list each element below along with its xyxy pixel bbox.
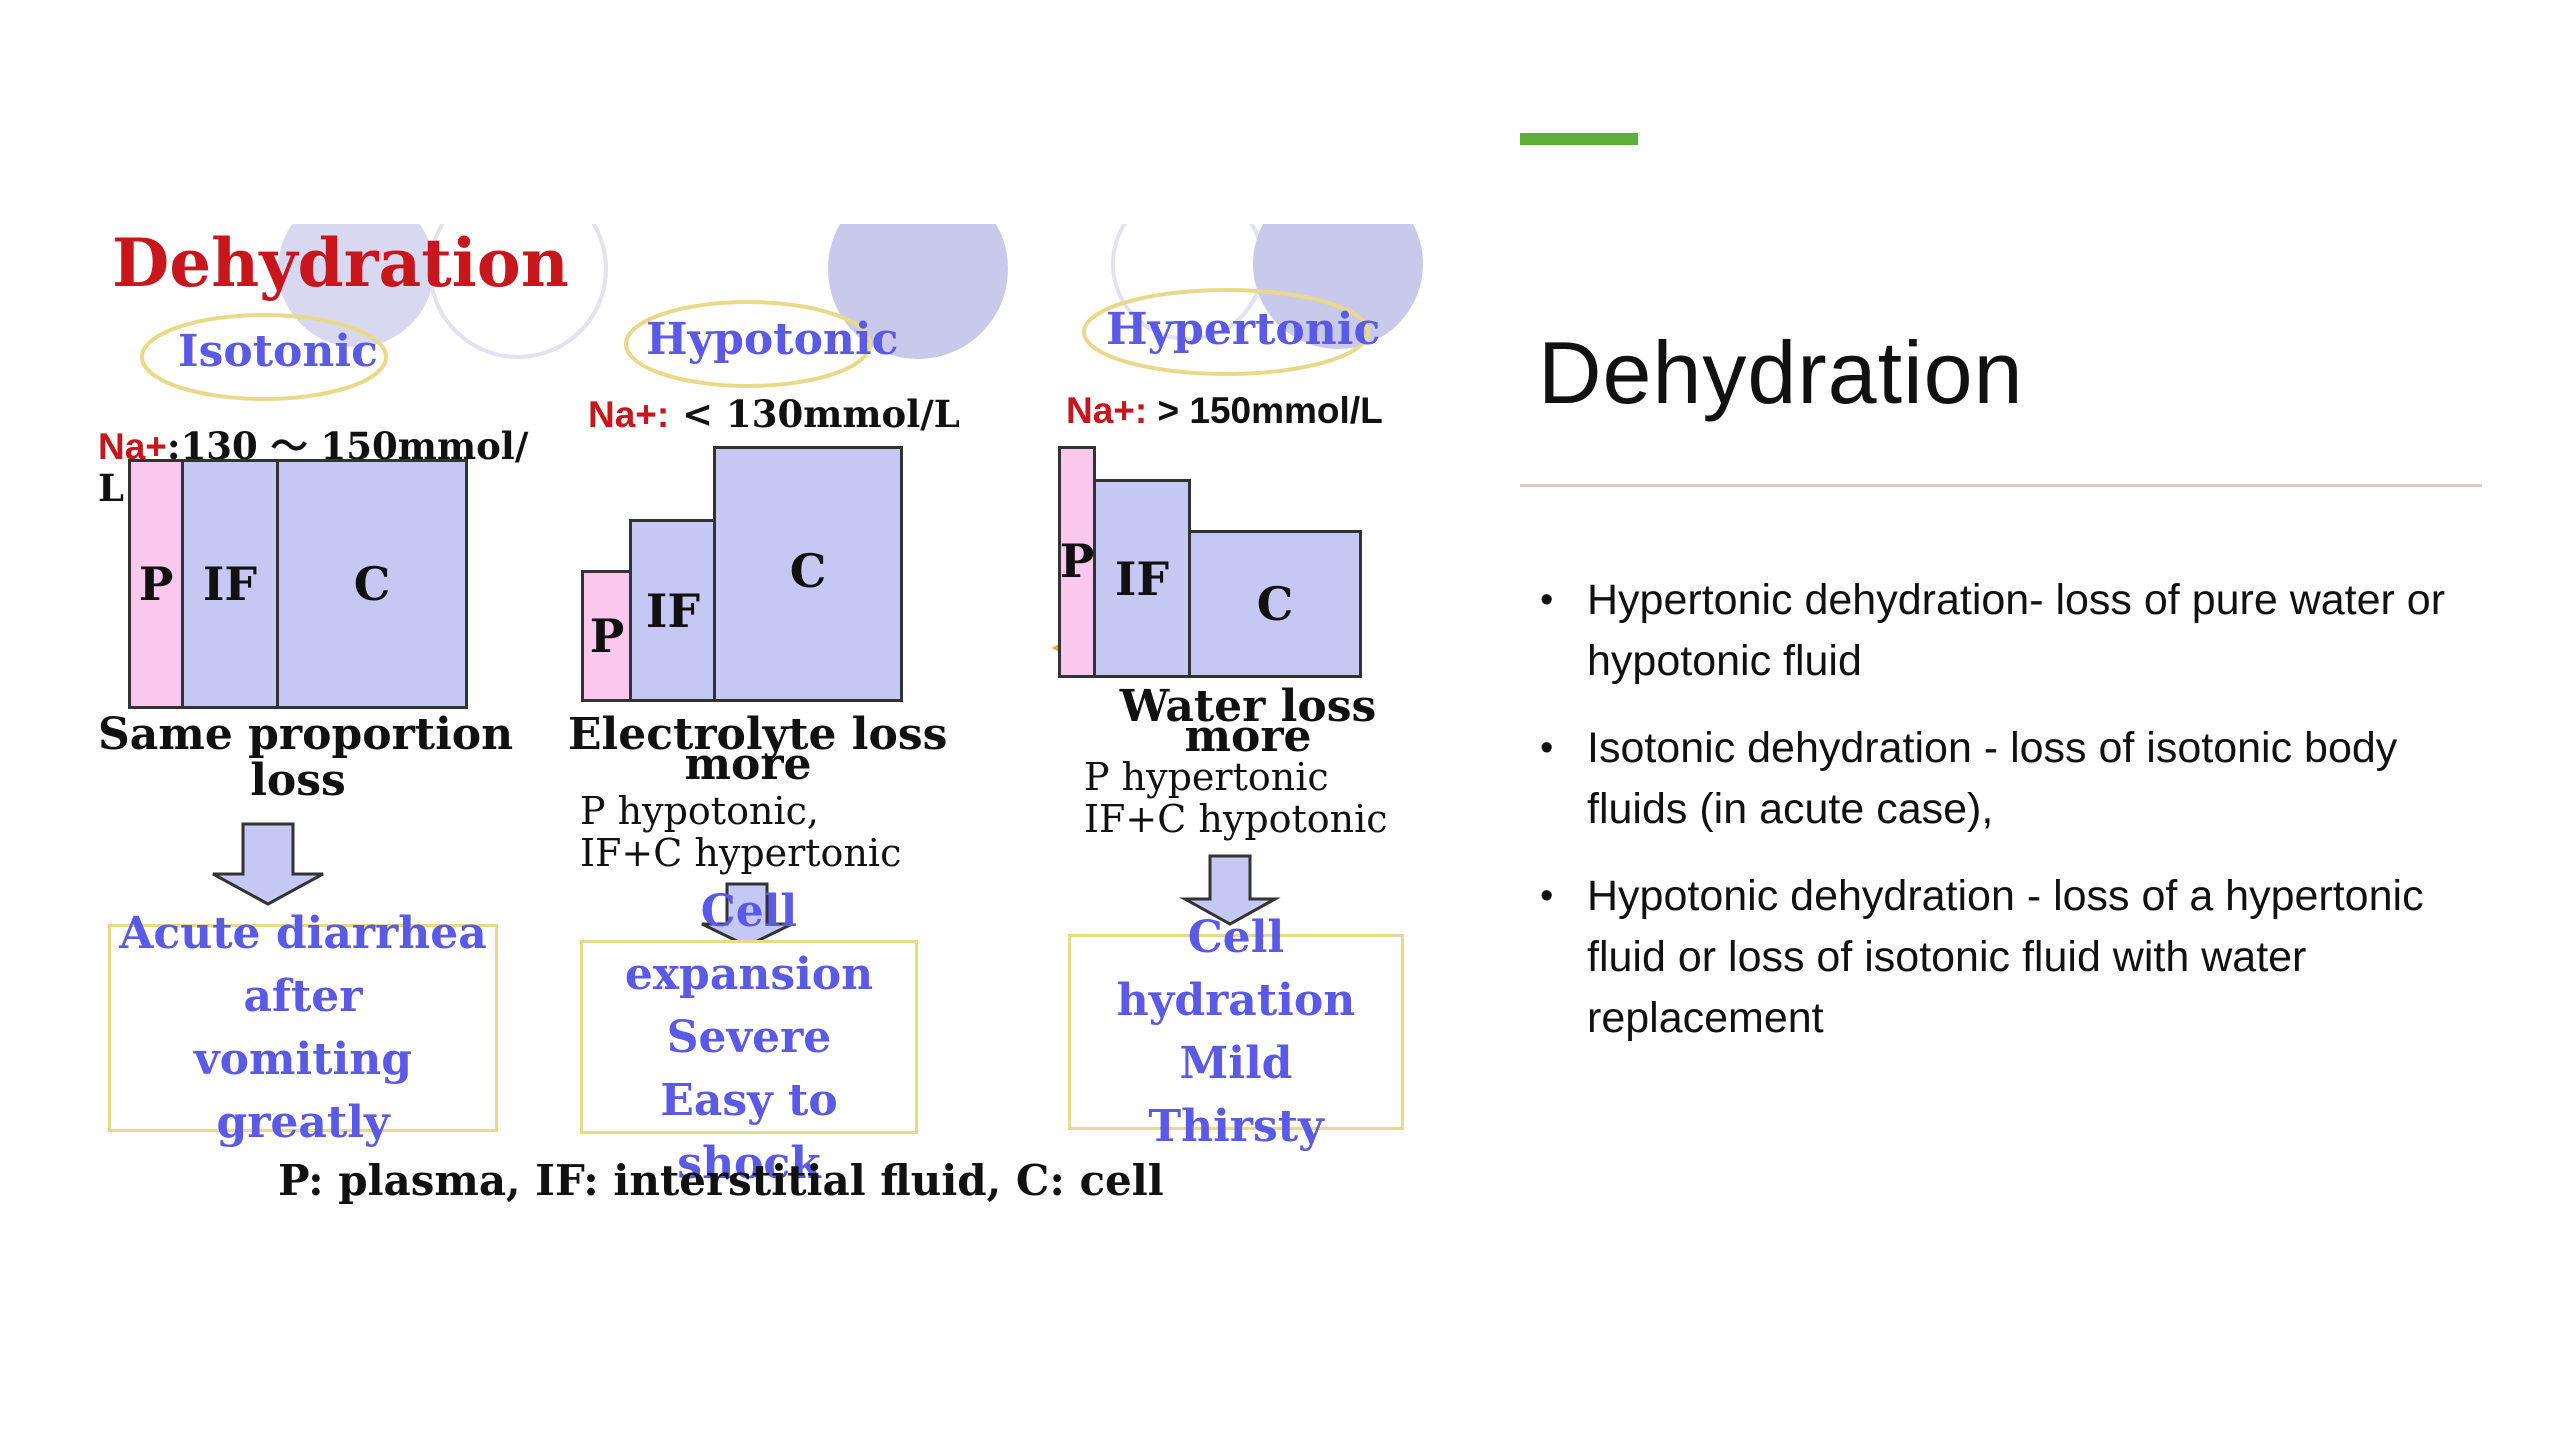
dehydration-figure: Dehydration Isotonic Na+:130 ～ 150mmol/ …: [98, 224, 1430, 1224]
outcome-line: Severe: [666, 1011, 832, 1063]
sodium-value-wrap: L: [98, 466, 125, 510]
outcome-line: vomiting greatly: [194, 1034, 412, 1148]
bullet-item: • Hypertonic dehydration- loss of pure w…: [1540, 570, 2480, 692]
hypotonic-label: Hypotonic: [646, 314, 899, 365]
outcome-line: Mild: [1179, 1038, 1293, 1089]
outcome-line: Acute diarrhea: [119, 908, 487, 959]
hypertonic-caption: Water loss more: [1108, 684, 1388, 760]
decor-circle: [278, 224, 434, 347]
bullet-icon: •: [1540, 579, 1554, 621]
hypertonic-sodium-range: Na+: > 150mmol/L: [1066, 388, 1383, 432]
bullet-list: • Hypertonic dehydration- loss of pure w…: [1540, 570, 2480, 1075]
outcome-line: Easy to shock: [660, 1074, 838, 1189]
bullet-icon: •: [1540, 727, 1554, 769]
cell-compartment: C: [276, 459, 468, 709]
down-arrow-icon: [212, 822, 324, 906]
hypotonic-tonicity-note: P hypotonic, IF+C hypertonic: [580, 790, 901, 874]
plasma-compartment: P: [581, 570, 633, 702]
plasma-compartment: P: [128, 459, 184, 709]
hypertonic-tonicity-note: P hypertonic IF+C hypotonic: [1084, 756, 1388, 840]
bullet-text: Isotonic dehydration - loss of isotonic …: [1587, 724, 2398, 833]
bullet-item: • Hypotonic dehydration - loss of a hype…: [1540, 866, 2480, 1049]
down-arrow-icon: [1179, 854, 1281, 926]
bullet-text: Hypotonic dehydration - loss of a hypert…: [1587, 872, 2424, 1042]
plasma-compartment: P: [1058, 446, 1096, 678]
hypotonic-outcome-box: Cell expansion Severe Easy to shock: [580, 886, 918, 1189]
accent-bar: [1520, 133, 1638, 145]
hypertonic-outcome-box: Cell hydration Mild Thirsty: [1068, 912, 1404, 1152]
caption-line: loss: [250, 755, 346, 806]
sodium-value: < 130mmol/L: [669, 392, 960, 436]
sodium-value: > 150mmol/L: [1147, 390, 1383, 431]
note-line: P hypertonic: [1084, 755, 1329, 799]
decor-circle: [428, 224, 608, 359]
figure-legend: P: plasma, IF: interstitial fluid, C: ce…: [278, 1156, 1164, 1205]
outcome-line: after: [243, 971, 363, 1022]
cell-compartment: C: [713, 446, 903, 702]
sodium-prefix: Na+:: [1066, 390, 1148, 431]
decor-circle: [828, 224, 1008, 359]
note-line: IF+C hypotonic: [1084, 797, 1388, 841]
hypertonic-label: Hypertonic: [1106, 304, 1381, 355]
hypotonic-caption: Electrolyte loss more: [568, 709, 948, 790]
outcome-line: Cell expansion: [624, 885, 874, 1000]
hypotonic-sodium-range: Na+: < 130mmol/L: [588, 392, 960, 436]
down-arrow-icon: [701, 882, 793, 948]
interstitial-compartment: IF: [181, 459, 279, 709]
interstitial-compartment: IF: [629, 519, 717, 702]
caption-line: more: [684, 739, 812, 790]
bullet-item: • Isotonic dehydration - loss of isotoni…: [1540, 718, 2480, 840]
caption-line: Water loss: [1119, 681, 1377, 732]
isotonic-caption: Same proportion loss: [98, 709, 514, 806]
bullet-text: Hypertonic dehydration- loss of pure wat…: [1587, 576, 2446, 685]
outcome-line: Cell hydration: [1116, 912, 1356, 1026]
sodium-prefix: Na+:: [588, 394, 670, 435]
isotonic-oval: [140, 313, 388, 401]
caption-line: more: [1184, 711, 1312, 762]
title-divider: [1520, 484, 2482, 487]
note-line: IF+C hypertonic: [580, 831, 902, 875]
note-line: P hypotonic,: [580, 789, 819, 833]
caption-line: Electrolyte loss: [568, 709, 948, 760]
hypertonic-oval: [1082, 288, 1370, 376]
interstitial-compartment: IF: [1093, 479, 1191, 678]
slide-title: Dehydration: [1538, 323, 2024, 422]
caption-line: Same proportion: [98, 709, 514, 760]
bullet-icon: •: [1540, 875, 1554, 917]
isotonic-outcome-box: Acute diarrhea after vomiting greatly: [108, 908, 498, 1148]
figure-title: Dehydration: [112, 224, 569, 302]
cell-compartment: C: [1188, 530, 1362, 678]
hypotonic-oval: [624, 300, 872, 388]
outcome-line: Thirsty: [1148, 1101, 1324, 1152]
decor-circle: [1253, 224, 1423, 349]
isotonic-label: Isotonic: [178, 326, 378, 377]
